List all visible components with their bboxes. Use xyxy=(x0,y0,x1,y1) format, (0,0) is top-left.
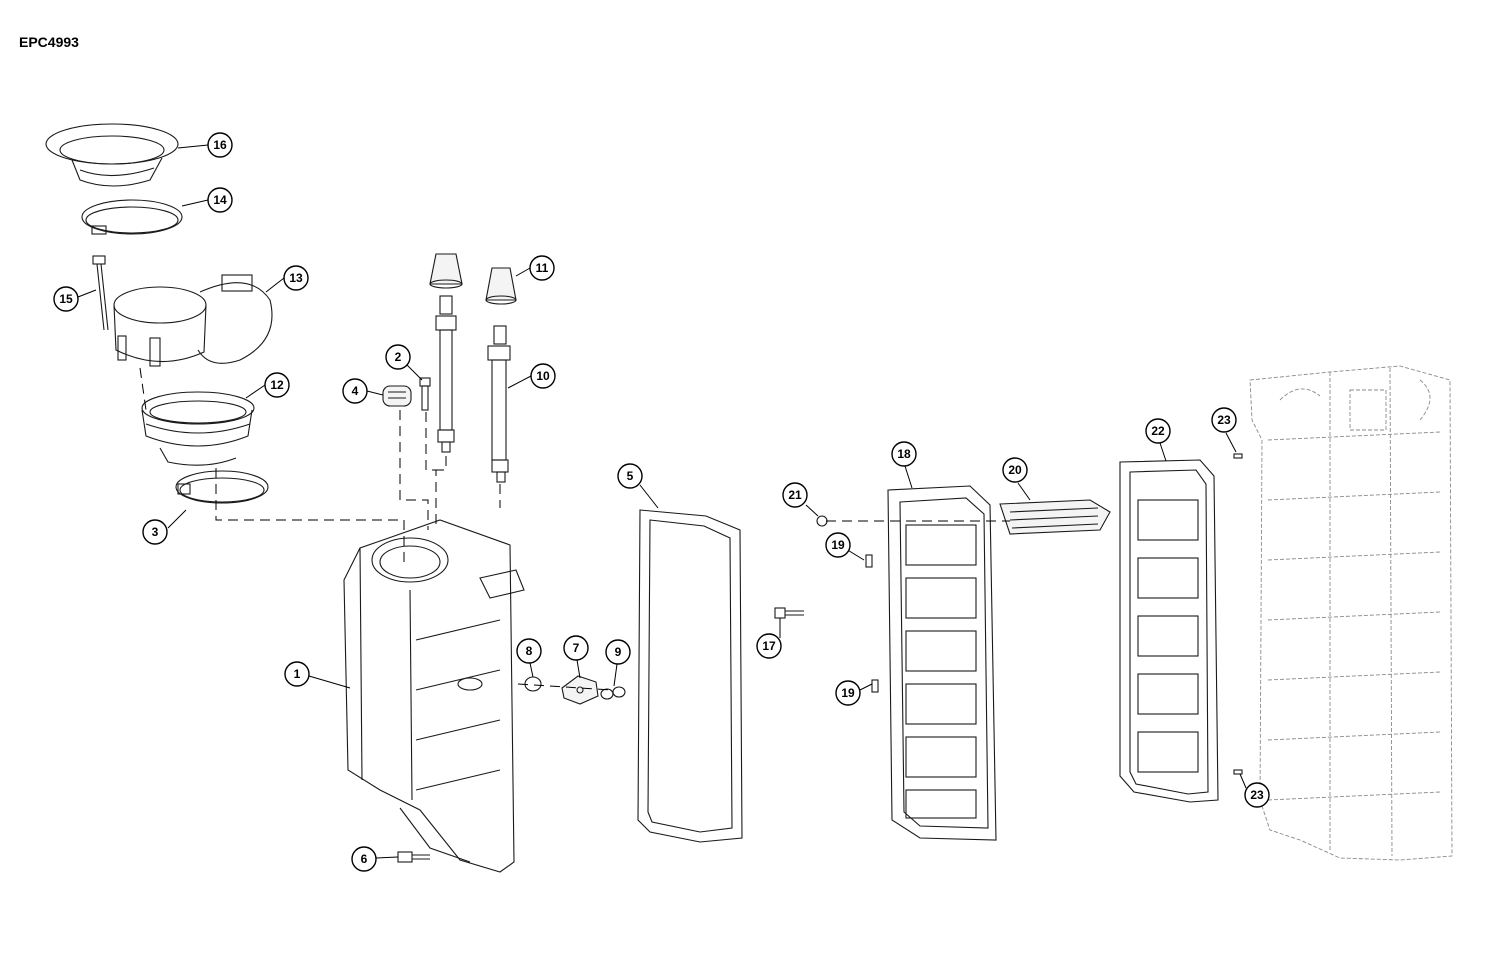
engine-block-ghost xyxy=(1249,365,1453,861)
callout-21: 21 xyxy=(782,482,808,508)
callout-label: 3 xyxy=(152,525,159,539)
callout-label: 5 xyxy=(627,469,634,483)
callout-label: 10 xyxy=(536,369,550,383)
callout-label: 21 xyxy=(788,488,802,502)
callout-label: 4 xyxy=(352,384,359,398)
callout-13: 13 xyxy=(283,265,309,291)
callout-12: 12 xyxy=(264,372,290,398)
callout-7: 7 xyxy=(563,635,589,661)
callout-label: 11 xyxy=(536,261,549,275)
part-22-gasket xyxy=(1119,459,1219,803)
part-21-screw xyxy=(816,515,828,527)
callout-label: 6 xyxy=(361,852,368,866)
diagram-code: EPC4993 xyxy=(19,34,79,50)
part-16-silencer xyxy=(45,123,179,187)
callout-3: 3 xyxy=(142,519,168,545)
callout-label: 8 xyxy=(526,644,533,658)
callout-19-bottom: 19 xyxy=(835,680,861,706)
callout-label: 1 xyxy=(294,667,301,681)
callout-label: 18 xyxy=(897,447,911,461)
callout-label: 9 xyxy=(615,645,622,659)
callout-label: 19 xyxy=(831,538,845,552)
part-6-bolt xyxy=(397,851,430,863)
callout-label: 2 xyxy=(395,350,402,364)
callout-label: 14 xyxy=(213,193,227,207)
callout-6: 6 xyxy=(351,846,377,872)
callout-label: 15 xyxy=(59,292,73,306)
callout-label: 7 xyxy=(573,641,580,655)
part-23-dowels xyxy=(1233,453,1243,775)
callout-20: 20 xyxy=(1002,457,1028,483)
part-12-adapter xyxy=(141,391,255,466)
callout-label: 22 xyxy=(1151,424,1165,438)
part-20-reed-valve xyxy=(999,499,1111,535)
part-3-clamp xyxy=(175,470,269,504)
callout-4: 4 xyxy=(342,378,368,404)
part-5-gasket xyxy=(637,509,743,843)
leader-lines xyxy=(77,144,1247,859)
part-7-cover xyxy=(561,675,599,705)
part-18-reed-plate xyxy=(887,485,997,841)
callout-1: 1 xyxy=(284,661,310,687)
callout-label: 19 xyxy=(841,686,855,700)
callout-14: 14 xyxy=(207,187,233,213)
callout-18: 18 xyxy=(891,441,917,467)
callout-label: 17 xyxy=(762,639,776,653)
part-9-nuts xyxy=(600,686,626,700)
callout-10: 10 xyxy=(530,363,556,389)
part-11-caps xyxy=(429,253,517,305)
callout-9: 9 xyxy=(605,639,631,665)
part-1-plenum xyxy=(343,519,525,873)
callout-23-top: 23 xyxy=(1211,407,1237,433)
part-10-rods xyxy=(435,295,511,483)
callout-label: 23 xyxy=(1250,788,1264,802)
part-13-throttle-body xyxy=(113,274,273,367)
callout-19-top: 19 xyxy=(825,532,851,558)
part-14-clamp xyxy=(81,199,183,235)
callout-5: 5 xyxy=(617,463,643,489)
callout-label: 20 xyxy=(1008,463,1022,477)
part-2-fitting xyxy=(419,377,431,411)
callout-label: 23 xyxy=(1217,413,1231,427)
callout-label: 16 xyxy=(213,138,227,152)
part-19-fittings xyxy=(865,554,879,693)
part-15-bolt xyxy=(92,255,109,331)
callout-15: 15 xyxy=(53,286,79,312)
callout-23-bottom: 23 xyxy=(1244,782,1270,808)
callout-11: 11 xyxy=(529,255,555,281)
callout-8: 8 xyxy=(516,638,542,664)
callout-2: 2 xyxy=(385,344,411,370)
callout-label: 13 xyxy=(289,271,303,285)
callout-label: 12 xyxy=(270,378,284,392)
callout-17: 17 xyxy=(756,633,782,659)
callout-16: 16 xyxy=(207,132,233,158)
part-4-grommet xyxy=(382,385,412,407)
part-8-seal xyxy=(524,676,542,692)
callout-22: 22 xyxy=(1145,418,1171,444)
part-17-bolt xyxy=(774,607,804,619)
alignment-lines xyxy=(139,367,1010,691)
